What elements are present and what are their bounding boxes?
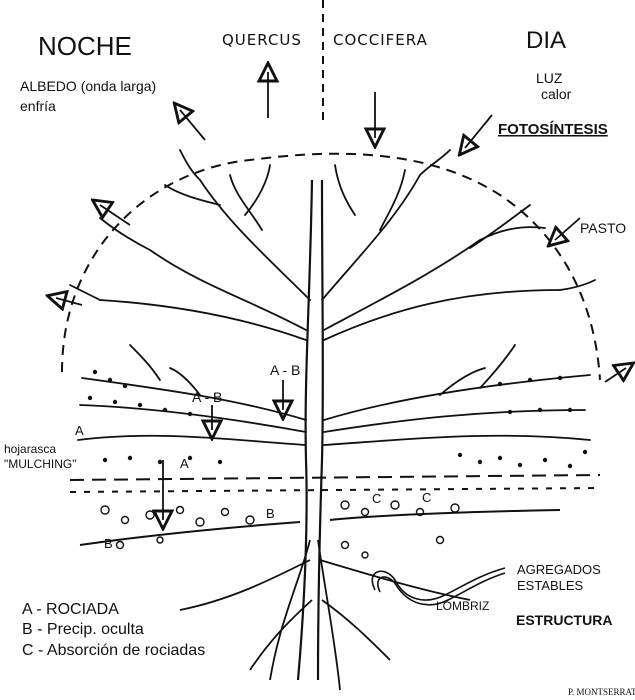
label-calor: calor (541, 86, 572, 102)
label-mulching: "MULCHING" (4, 457, 77, 471)
label-lombriz: LOMBRIZ (436, 599, 489, 613)
canopy-outline (62, 154, 600, 380)
label-enfria: enfría (20, 98, 56, 114)
tree-trunk (298, 180, 323, 680)
label-estructura: ESTRUCTURA (516, 612, 612, 628)
label-fotosintesis: FOTOSÍNTESIS (498, 121, 608, 138)
label-ab-center: A - B (270, 362, 300, 378)
legend-item-a: A - ROCIADA (22, 601, 119, 618)
tree-roots (180, 540, 470, 690)
label-noche: NOCHE (38, 31, 132, 61)
label-pasto: PASTO (580, 220, 626, 236)
label-agregados: AGREGADOS (517, 562, 601, 577)
label-a-center: A (180, 456, 189, 471)
day-radiation-arrows (375, 92, 580, 240)
label-c-left: C (372, 491, 381, 506)
legend-item-b: B - Precip. oculta (22, 621, 144, 638)
label-albedo: ALBEDO (onda larga) (20, 78, 156, 94)
label-b-center: B (266, 506, 275, 521)
label-estables: ESTABLES (517, 578, 584, 593)
soil-layers (70, 475, 600, 545)
label-b-left: B (104, 536, 113, 551)
label-a-left: A (75, 423, 84, 438)
label-c-right: C (422, 490, 431, 505)
label-coccifera: COCCIFERA (333, 31, 428, 49)
droplet-marks (88, 370, 587, 468)
legend-item-c: C - Absorción de rociadas (22, 642, 205, 659)
label-luz: LUZ (536, 70, 563, 86)
label-hojarasca: hojarasca (4, 442, 56, 456)
author-signature: P. MONTSERRAT (568, 687, 635, 697)
label-dia: DIA (526, 27, 566, 54)
soil-aggregates (101, 501, 459, 558)
legend: A - ROCIADA B - Precip. oculta C - Absor… (22, 601, 205, 659)
dew-arrows (163, 380, 283, 520)
label-ab-left: A - B (192, 389, 222, 405)
label-quercus: QUERCUS (222, 31, 302, 49)
tree-branches (70, 150, 595, 445)
